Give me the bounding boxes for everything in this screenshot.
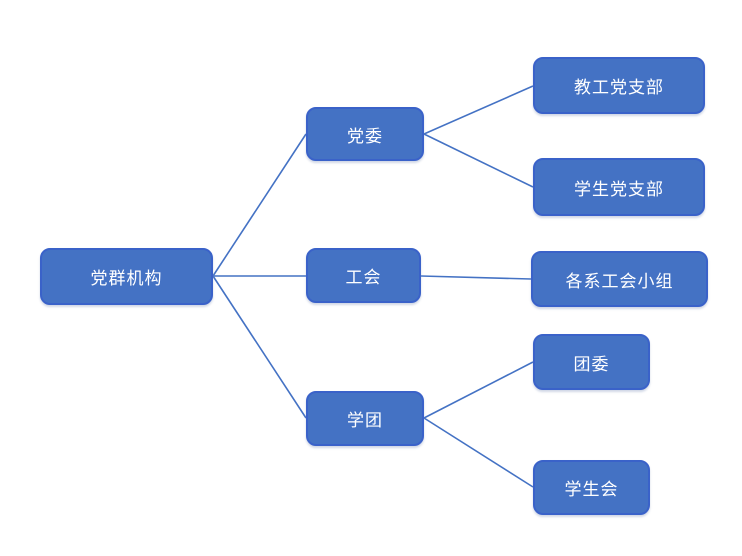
node-xueshenghui[interactable]: 学生会 (533, 460, 650, 515)
node-xuetuan[interactable]: 学团 (306, 391, 424, 446)
node-dangqunjigou[interactable]: 党群机构 (40, 248, 213, 305)
node-label: 党群机构 (90, 269, 163, 288)
connector-root-dangwei (212, 133, 307, 277)
node-gonghui[interactable]: 工会 (306, 248, 421, 303)
connector-dangwei-jgdzb (423, 85, 534, 135)
node-label: 学生党支部 (574, 179, 664, 199)
connector-xuetuan-tuanwei (423, 361, 534, 419)
node-tuanwei[interactable]: 团委 (533, 334, 650, 390)
node-label: 工会 (345, 268, 382, 287)
node-label: 各系工会小组 (565, 271, 674, 291)
node-label: 教工党支部 (574, 78, 664, 97)
node-label: 党委 (347, 126, 383, 146)
connector-dangwei-xsdzb (423, 133, 534, 188)
node-dangwei[interactable]: 党委 (306, 107, 424, 161)
node-xueshengdangzhibu[interactable]: 学生党支部 (533, 158, 705, 216)
node-label: 学生会 (564, 480, 619, 499)
node-label: 学团 (347, 411, 383, 430)
node-jiaogongdangzhibu[interactable]: 教工党支部 (533, 57, 705, 114)
connector-xuetuan-xsh (423, 417, 534, 488)
node-gexigonghuixiaozu[interactable]: 各系工会小组 (531, 251, 708, 307)
connector-gonghui-gxghxz (420, 275, 532, 280)
node-label: 团委 (573, 354, 610, 374)
connector-root-xuetuan (212, 275, 307, 419)
